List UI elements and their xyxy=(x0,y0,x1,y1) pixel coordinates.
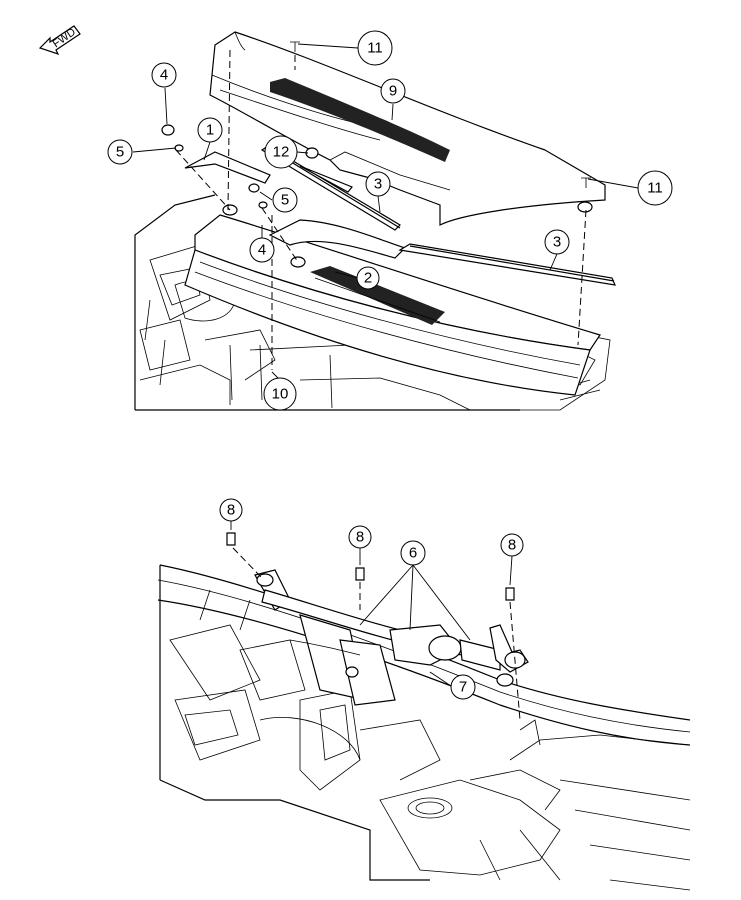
bolts xyxy=(226,532,515,601)
pivot-nut-icon xyxy=(258,201,268,209)
top-assembly-lines xyxy=(175,49,587,370)
pivot-hardware xyxy=(161,41,593,268)
bottom-assembly-lines xyxy=(232,547,521,721)
wiper-motor-icon xyxy=(428,635,462,661)
callout-11: 11 xyxy=(357,30,393,66)
callout-5: 5 xyxy=(107,139,133,165)
callout-label: 8 xyxy=(227,502,235,519)
lower-cowl-grille xyxy=(310,266,445,325)
callout-1: 1 xyxy=(197,117,223,143)
cowl-panel xyxy=(184,214,601,396)
top-callouts: 11 9 4 1 5 12 3 5 11 4 3 2 10 xyxy=(107,30,673,411)
push-pin-icon xyxy=(581,177,591,188)
cowl-top-cover xyxy=(209,31,606,226)
callout-4: 4 xyxy=(151,62,177,88)
pivot-icon xyxy=(496,673,514,687)
callout-label: 8 xyxy=(508,537,516,554)
callout-label: 6 xyxy=(409,545,417,562)
callout-3: 3 xyxy=(365,171,391,197)
wiper-linkage-motor xyxy=(254,569,529,706)
callout-label: 3 xyxy=(374,176,382,193)
grommet-icon xyxy=(577,201,593,213)
callout-label: 4 xyxy=(258,242,266,259)
callout-6: 6 xyxy=(400,540,426,566)
pivot-icon xyxy=(256,573,274,587)
push-pin-icon xyxy=(290,41,300,52)
callout-label: 2 xyxy=(364,270,372,287)
bolt-icon xyxy=(505,587,515,601)
bracket-bolt-icon xyxy=(345,666,359,678)
pivot-cap-icon xyxy=(248,183,260,193)
callout-label: 10 xyxy=(272,386,289,403)
callout-label: 11 xyxy=(647,180,663,197)
callout-7: 7 xyxy=(450,674,476,700)
callout-2: 2 xyxy=(356,266,380,290)
callout-4: 4 xyxy=(249,237,275,263)
callout-5: 5 xyxy=(272,187,298,213)
callout-9: 9 xyxy=(380,78,406,104)
callout-label: 9 xyxy=(389,83,397,100)
callout-10: 10 xyxy=(263,377,297,411)
bottom-assembly: 8 8 6 8 7 xyxy=(157,498,691,891)
callout-8: 8 xyxy=(500,533,524,557)
fwd-arrow-icon: FWD xyxy=(38,25,81,56)
callout-label: 11 xyxy=(367,40,383,57)
callout-11: 11 xyxy=(637,170,673,206)
bolt-icon xyxy=(355,567,365,581)
top-assembly: 11 9 4 1 5 12 3 5 11 4 3 2 10 xyxy=(107,30,673,411)
callout-label: 4 xyxy=(160,67,168,84)
callout-3: 3 xyxy=(544,229,570,255)
callout-8: 8 xyxy=(219,498,243,522)
bottom-callouts: 8 8 6 8 7 xyxy=(219,498,524,700)
callout-label: 12 xyxy=(273,144,290,161)
callout-8: 8 xyxy=(348,525,372,549)
lower-body-structure xyxy=(157,564,691,891)
pivot-cap-icon xyxy=(161,124,175,136)
callout-label: 5 xyxy=(281,192,289,209)
bolt-icon xyxy=(226,532,236,546)
callout-label: 7 xyxy=(459,679,467,696)
callout-label: 8 xyxy=(356,529,364,546)
callout-label: 5 xyxy=(116,144,124,161)
callout-12: 12 xyxy=(264,135,298,169)
callout-label: 1 xyxy=(206,122,214,139)
pivot-stud-icon xyxy=(290,256,306,268)
right-wiper-arm xyxy=(268,219,616,286)
left-wiper-arm xyxy=(184,145,401,231)
callout-label: 3 xyxy=(553,234,561,251)
